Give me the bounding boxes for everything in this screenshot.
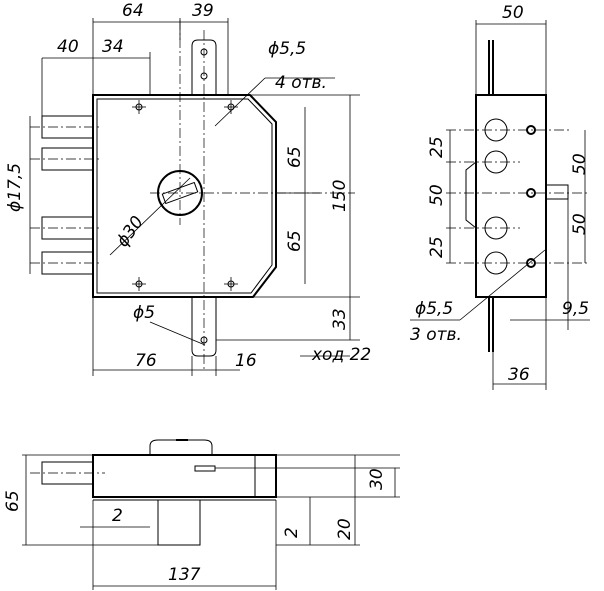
dim-64: 64	[122, 1, 144, 21]
side-dim-50-mid: 50	[427, 184, 447, 206]
bottom-dim-2-b: 2	[282, 527, 302, 538]
bottom-cylinder	[149, 439, 213, 455]
side-holes-3-note: 3 отв.	[410, 325, 462, 345]
side-cylinder	[465, 160, 477, 230]
side-dim-95: 9,5	[562, 299, 589, 319]
stroke-22: ход 22	[311, 345, 371, 365]
side-dim-36: 36	[508, 365, 530, 385]
lock-body-outline	[92, 94, 277, 298]
side-dim-50-right-b: 50	[570, 213, 590, 235]
side-dim-50-right-a: 50	[570, 153, 590, 175]
bottom-dim-2-a: 2	[112, 506, 123, 526]
side-dim-50-top: 50	[502, 3, 524, 23]
bottom-dim-137: 137	[168, 565, 201, 585]
dim-65-upper: 65	[285, 146, 305, 168]
side-latch	[545, 184, 569, 200]
cylinder-slot	[161, 181, 199, 205]
side-dim-25-a: 25	[427, 136, 447, 158]
bottom-dim-20: 20	[335, 518, 355, 540]
dim-33: 33	[330, 308, 350, 330]
bottom-latch-slot	[194, 465, 216, 472]
dim-40: 40	[57, 37, 79, 57]
bottom-dim-30: 30	[367, 468, 387, 490]
bottom-strike	[157, 499, 201, 546]
bottom-view: 65 2 137 2 20 30	[3, 439, 400, 590]
dim-65-lower: 65	[285, 230, 305, 252]
lock-body-inner-outline	[96, 98, 273, 294]
dim-150: 150	[330, 180, 350, 212]
side-dim-d55: ϕ5,5	[415, 299, 453, 319]
dim-39: 39	[192, 1, 214, 21]
dim-d175: ϕ17,5	[5, 163, 25, 212]
dim-76: 76	[135, 351, 157, 371]
holes-4-note: 4 отв.	[275, 73, 327, 93]
bottom-body	[92, 454, 277, 498]
side-dim-25-b: 25	[427, 236, 447, 258]
dim-34: 34	[102, 37, 124, 57]
front-view: 64 39 40 34 ϕ5,5 4 отв. 65 150 65 ϕ17,5 …	[5, 1, 371, 376]
bottom-dim-65: 65	[3, 490, 23, 512]
dim-d30: ϕ30	[113, 212, 148, 250]
dim-16: 16	[235, 351, 257, 371]
dim-d55-top: ϕ5,5	[268, 39, 306, 59]
dim-d5: ϕ5	[133, 303, 155, 323]
side-view: 50 25 50 25 50 50 ϕ5,5 3 отв. 9,5 36	[410, 3, 590, 390]
